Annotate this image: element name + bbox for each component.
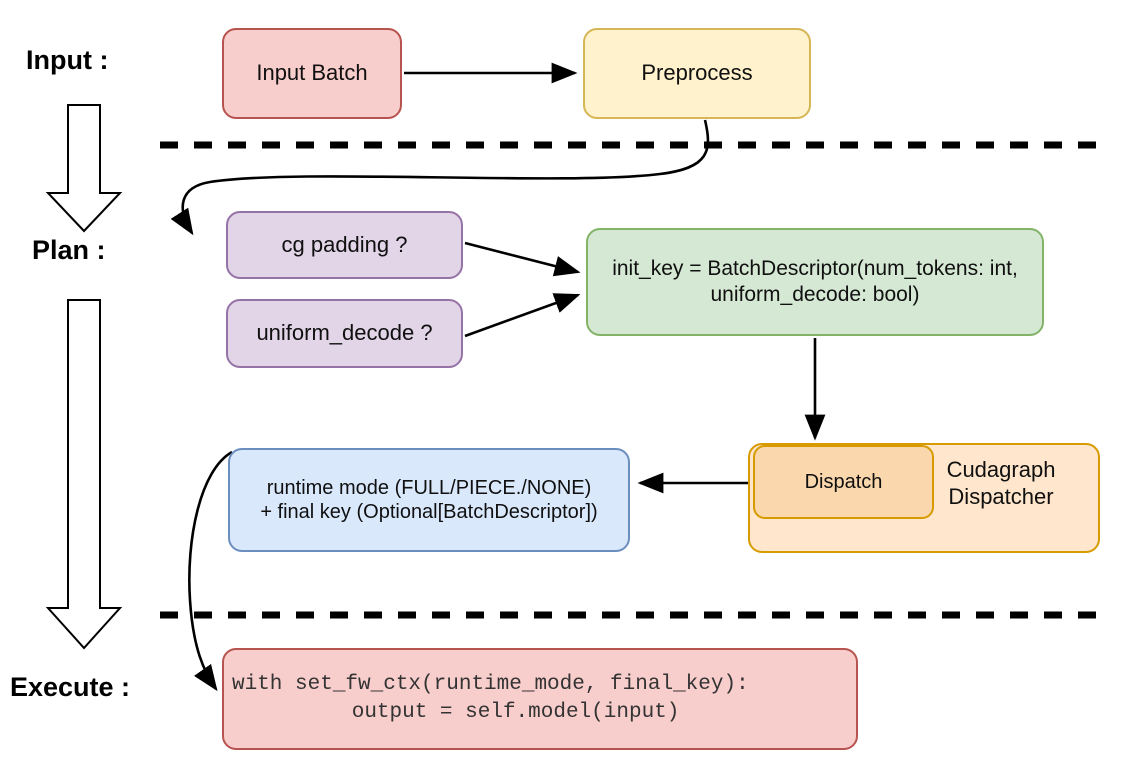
node-runtime-mode-line1: runtime mode (FULL/PIECE./NONE) — [266, 476, 592, 499]
node-dispatch-label: Dispatch — [804, 470, 883, 493]
stage-label-execute: Execute : — [10, 672, 131, 702]
input-to-plan-arrow — [45, 104, 123, 233]
node-code-block[interactable]: with set_fw_ctx(runtime_mode, final_key)… — [222, 648, 858, 750]
node-code-block-text: with set_fw_ctx(runtime_mode, final_key)… — [232, 673, 749, 724]
node-cg-padding[interactable]: cg padding ? — [226, 211, 463, 279]
node-cudagraph-dispatcher-line1: Cudagraph — [946, 457, 1056, 482]
stage-label-plan: Plan : — [32, 235, 106, 265]
node-preprocess[interactable]: Preprocess — [583, 28, 811, 119]
node-init-key-line1: init_key = BatchDescriptor(num_tokens: i… — [612, 257, 1018, 281]
node-input-batch-label: Input Batch — [256, 60, 368, 86]
node-preprocess-label: Preprocess — [641, 60, 753, 86]
node-dispatch[interactable]: Dispatch — [753, 445, 934, 519]
node-init-key[interactable]: init_key = BatchDescriptor(num_tokens: i… — [586, 228, 1044, 336]
arrow-cg-padding-to-init-key — [464, 241, 581, 277]
node-uniform-decode[interactable]: uniform_decode ? — [226, 299, 463, 368]
node-cg-padding-label: cg padding ? — [281, 231, 408, 257]
stage-label-input: Input : — [26, 45, 109, 75]
node-uniform-decode-label: uniform_decode ? — [256, 320, 433, 346]
node-runtime-mode[interactable]: runtime mode (FULL/PIECE./NONE) + final … — [228, 448, 630, 552]
plan-to-execute-arrow — [45, 299, 123, 650]
node-input-batch[interactable]: Input Batch — [222, 28, 402, 119]
node-cudagraph-dispatcher-label: Cudagraph Dispatcher — [926, 457, 1076, 511]
arrow-uniform-decode-to-init-key — [464, 293, 581, 338]
node-init-key-label: init_key = BatchDescriptor(num_tokens: i… — [612, 256, 1018, 307]
node-runtime-mode-line2: + final key (Optional[BatchDescriptor]) — [260, 501, 598, 523]
node-cudagraph-dispatcher-line2: Dispatcher — [948, 483, 1054, 509]
node-init-key-line2: uniform_decode: bool) — [710, 283, 920, 306]
